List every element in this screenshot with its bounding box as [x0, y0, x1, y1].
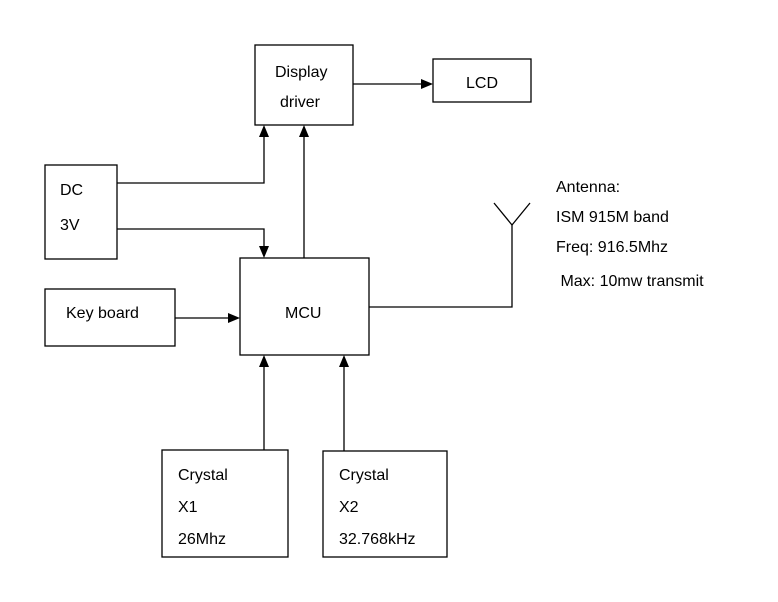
- antenna-spec-line-3: Freq: 916.5Mhz: [556, 239, 668, 256]
- crystal-x2-line-1: Crystal: [339, 467, 389, 484]
- mcu-to-antenna-line: [369, 225, 513, 308]
- mcu-block: MCU: [239, 257, 370, 356]
- dc-label-line-2: 3V: [60, 217, 80, 234]
- crystal-x2-line-2: X2: [339, 499, 359, 516]
- arrow-driver-to-lcd: [353, 79, 433, 89]
- keyboard-label: Key board: [66, 305, 139, 322]
- arrow-crystal-x1-to-mcu: [259, 355, 269, 450]
- antenna-spec-line-2: ISM 915M band: [556, 209, 669, 226]
- crystal-x1-line-2: X1: [178, 499, 198, 516]
- crystal-x1-block: Crystal X1 26Mhz: [161, 449, 289, 558]
- lcd-label: LCD: [466, 75, 498, 92]
- lcd-block: LCD: [432, 58, 532, 103]
- dc-supply-block: DC 3V: [44, 164, 118, 260]
- display-driver-label-line-2: driver: [280, 94, 321, 111]
- antenna-spec-line-4: Max: 10mw transmit: [556, 273, 704, 290]
- crystal-x2-line-3: 32.768kHz: [339, 531, 416, 548]
- display-driver-block: Display driver: [254, 44, 354, 126]
- arrow-keyboard-to-mcu: [175, 313, 240, 323]
- dc-label-line-1: DC: [60, 182, 83, 199]
- keyboard-block: Key board: [44, 288, 176, 347]
- crystal-x1-line-1: Crystal: [178, 467, 228, 484]
- arrow-dc-to-driver: [117, 125, 269, 184]
- arrow-mcu-to-driver: [299, 125, 309, 258]
- display-driver-label-line-1: Display: [275, 64, 327, 81]
- antenna-spec-text: Antenna: ISM 915M band Freq: 916.5Mhz Ma…: [556, 179, 704, 290]
- mcu-label: MCU: [285, 305, 321, 322]
- crystal-x1-line-3: 26Mhz: [178, 531, 226, 548]
- arrow-crystal-x2-to-mcu: [339, 355, 349, 451]
- arrow-dc-to-mcu: [117, 228, 269, 258]
- antenna-spec-line-1: Antenna:: [556, 179, 620, 196]
- crystal-x2-block: Crystal X2 32.768kHz: [322, 450, 448, 558]
- antenna-icon: [493, 202, 531, 226]
